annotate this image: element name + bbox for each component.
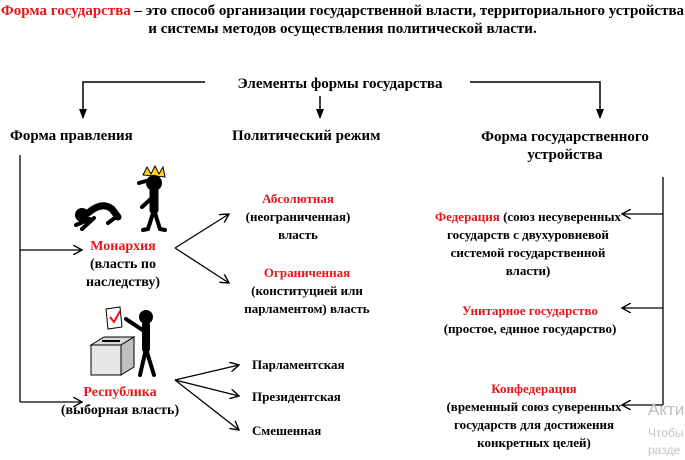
column-structure: Форма государственного устройства (481, 129, 649, 163)
definition-text: Форма государства – это способ организац… (0, 2, 685, 38)
activation-watermark-title: Акти (648, 400, 685, 419)
absolute-monarchy-desc: (неограниченная) власть (245, 209, 351, 242)
confederation-block: Конфедерация (временный союз суверенных … (420, 380, 648, 452)
monarchy-illustration (74, 164, 167, 232)
limited-monarchy-name: Ограниченная (263, 265, 351, 280)
republic-name: Республика (83, 385, 157, 400)
limited-monarchy-block: Ограниченная (конституцией или парламент… (222, 264, 392, 318)
republic-type-mixed: Смешенная (252, 423, 322, 438)
monarchy-name: Монархия (90, 239, 156, 254)
elements-title: Элементы формы государства (237, 76, 443, 92)
confederation-name: Конфедерация (491, 381, 577, 396)
republic-type-parliamentary: Парламентская (252, 357, 345, 372)
republic-block: Республика (выборная власть) (50, 384, 190, 420)
federation-name: Федерация (434, 209, 500, 224)
unitary-desc: (простое, единое государство) (443, 321, 617, 336)
unitary-name: Унитарное государство (462, 303, 598, 318)
monarchy-desc: (власть по наследству) (85, 257, 161, 290)
activation-watermark-text: Чтобы разде (648, 425, 684, 459)
confederation-desc: (временный союз суверенных государств дл… (446, 399, 622, 450)
unitary-block: Унитарное государство (простое, единое г… (440, 302, 620, 338)
activation-watermark-line: Чтобы (648, 426, 684, 440)
federation-desc: (союз несуверенных государств с двухуров… (447, 209, 622, 278)
federation-block: Федерация (союз несуверенных государств … (428, 208, 628, 280)
republic-type-presidential: Президентская (252, 389, 341, 404)
activation-watermark-line: разде (648, 443, 681, 457)
definition-body: – это способ организации государственной… (130, 3, 685, 37)
definition-term: Форма государства (0, 3, 131, 19)
republic-illustration (89, 306, 156, 377)
column-regime: Политический режим (232, 128, 381, 144)
limited-monarchy-desc: (конституцией или парламентом) власть (244, 283, 370, 316)
republic-desc: (выборная власть) (60, 403, 180, 418)
monarchy-block: Монархия (власть по наследству) (78, 238, 168, 292)
absolute-monarchy-block: Абсолютная (неограниченная) власть (228, 190, 368, 244)
column-government: Форма правления (10, 128, 133, 144)
absolute-monarchy-name: Абсолютная (262, 191, 334, 206)
